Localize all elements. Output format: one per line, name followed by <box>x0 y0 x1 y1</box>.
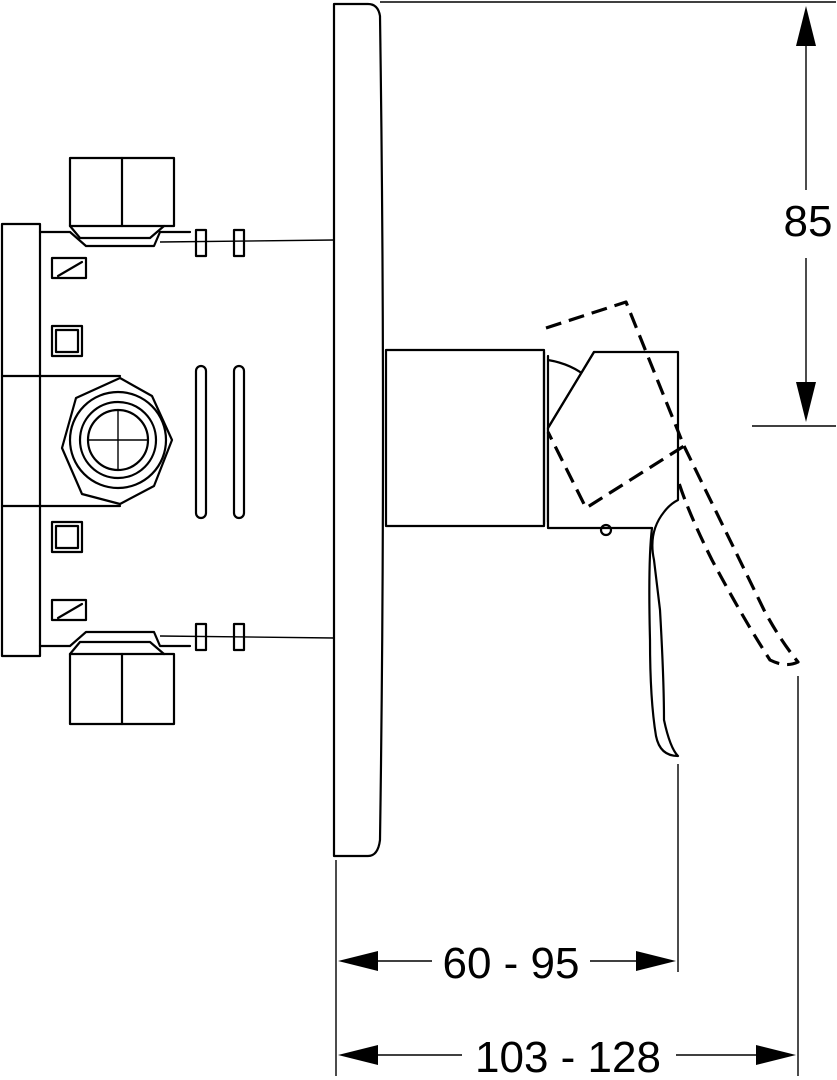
dimension-depth-handle-label: 60 - 95 <box>443 939 580 988</box>
handle-body <box>384 348 590 528</box>
lever-dashed <box>545 300 800 667</box>
upper-nut <box>68 156 176 240</box>
dimension-depth-handle <box>335 764 679 1076</box>
lever-solid <box>546 350 680 758</box>
central-outlet <box>60 376 174 506</box>
dimension-height <box>380 1 836 427</box>
dimension-depth-total <box>338 676 799 1076</box>
lower-nut <box>68 640 176 726</box>
cover-plate <box>332 2 385 858</box>
mounting-body <box>0 156 335 726</box>
dimension-depth-total-label: 103 - 128 <box>475 1033 661 1080</box>
dimension-height-label: 85 <box>784 197 833 246</box>
